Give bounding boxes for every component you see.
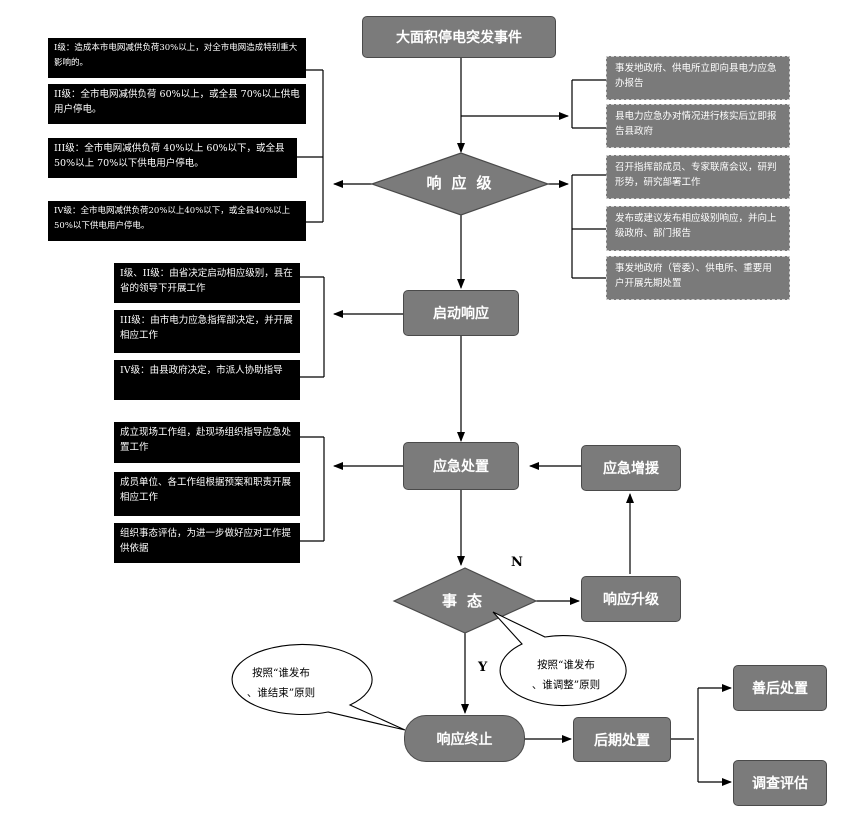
emergency-handling-node: 应急处置 — [403, 442, 519, 490]
terminate-node: 响应终止 — [404, 715, 525, 762]
start-box-3: IV级：由县政府决定，市派人协助指导 — [114, 360, 300, 400]
callout-right-bubble — [492, 611, 627, 707]
callout-right-text: 按照“谁发布 、谁调整”原则 — [510, 655, 622, 695]
situation-label: 事态 — [441, 592, 492, 610]
investigation-node: 调查评估 — [733, 760, 827, 806]
start-box-1: I级、II级：由省决定启动相应级别，县在省的领导下开展工作 — [114, 263, 300, 303]
handling-box-2: 成员单位、各工作组根据预案和职责开展相应工作 — [114, 472, 300, 516]
post-handling-node: 后期处置 — [573, 717, 671, 762]
callout-left-text: 按照“谁发布 、谁结束”原则 — [222, 663, 340, 703]
level-box-1: I级：造成本市电网减供负荷30%以上，对全市电网造成特别重大影响的。 — [48, 38, 306, 78]
upgrade-node: 响应升级 — [581, 576, 681, 622]
start-box-2: III级：由市电力应急指挥部决定，并开展相应工作 — [114, 310, 300, 353]
report-box-1: 事发地政府、供电所立即向县电力应急办报告 — [606, 56, 790, 100]
level-box-4: IV级：全市电网减供负荷20%以上40%以下，或全县40%以上50%以下供电用户… — [48, 201, 306, 241]
handling-box-3: 组织事态评估，为进一步做好应对工作提供依据 — [114, 523, 300, 563]
level-box-2: II级：全市电网减供负荷 60%以上，或全县 70%以上供电用户停电。 — [48, 84, 306, 124]
report-box-2: 县电力应急办对情况进行核实后立即报告县政府 — [606, 104, 790, 148]
callout-right-line-2: 、谁调整”原则 — [531, 679, 601, 691]
no-label: N — [511, 555, 523, 570]
emergency-reinforce-node: 应急增援 — [581, 445, 681, 491]
aftermath-node: 善后处置 — [733, 665, 827, 711]
callout-left-line-2: 、谁结束”原则 — [246, 687, 316, 699]
callout-right-line-1: 按照“谁发布 — [537, 659, 595, 671]
response-action-2: 发布或建议发布相应级别响应，并向上级政府、部门报告 — [606, 206, 790, 251]
callout-left-line-1: 按照“谁发布 — [252, 667, 310, 679]
callout-left-bubble — [231, 643, 406, 731]
start-event-node: 大面积停电突发事件 — [362, 16, 556, 58]
response-action-3: 事发地政府（管委）、供电所、重要用户开展先期处置 — [606, 256, 790, 300]
handling-box-1: 成立现场工作组，赴现场组织指导应急处置工作 — [114, 422, 300, 463]
response-level-diamond — [370, 152, 550, 216]
level-box-3: III级：全市电网减供负荷 40%以上 60%以下，或全县 50%以上 70%以… — [48, 138, 297, 178]
start-response-node: 启动响应 — [403, 290, 519, 336]
yes-label: Y — [478, 660, 488, 675]
response-action-1: 召开指挥部成员、专家联席会议，研判形势，研究部署工作 — [606, 155, 790, 199]
response-level-label: 响应级 — [426, 174, 502, 192]
